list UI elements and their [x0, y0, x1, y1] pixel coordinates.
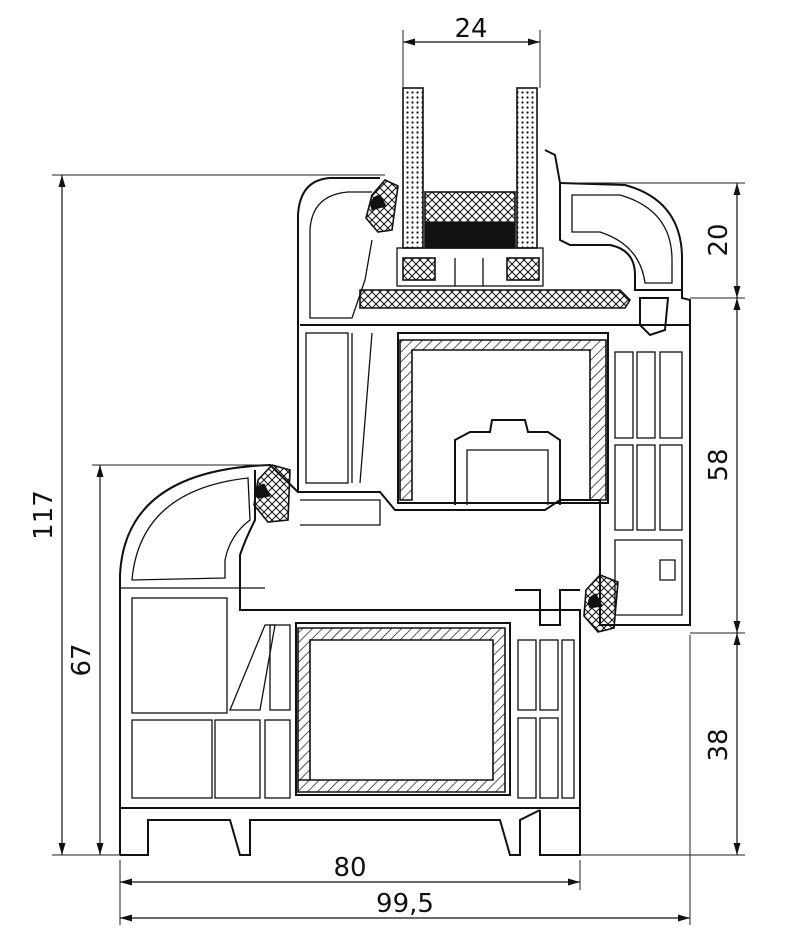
dimension-frame-height: 38: [704, 633, 741, 855]
glass-unit: [396, 87, 544, 287]
sash-profile: [297, 149, 691, 626]
dim-label-38: 38: [704, 728, 734, 761]
gaskets: [253, 179, 619, 633]
dim-label-99-5: 99,5: [376, 889, 434, 919]
dimension-frame-inner-height: 67: [67, 465, 104, 855]
glass-sealant: [424, 221, 516, 249]
dimension-sash-top: 20: [704, 183, 741, 298]
dim-label-80: 80: [333, 853, 366, 883]
dimension-glass-thickness: 24: [403, 14, 540, 46]
dimension-frame-depth: 80: [120, 853, 580, 886]
dimension-total-depth: 99,5: [120, 889, 690, 922]
extension-lines: [52, 30, 745, 925]
glazing-block: [396, 247, 544, 287]
glass-pane-left: [402, 87, 424, 249]
frame-profile: [119, 463, 581, 856]
dim-label-20: 20: [704, 223, 734, 256]
glass-pane-right: [516, 87, 538, 249]
dim-label-117: 117: [29, 490, 59, 540]
dim-label-58: 58: [704, 448, 734, 481]
dimension-total-height: 117: [29, 175, 66, 855]
dim-label-67: 67: [67, 643, 97, 676]
dimension-sash-mid: 58: [704, 298, 741, 633]
frame-steel-reinforcement: [295, 622, 511, 796]
dim-label-24: 24: [454, 14, 487, 44]
sash-steel-reinforcement: [397, 332, 609, 504]
